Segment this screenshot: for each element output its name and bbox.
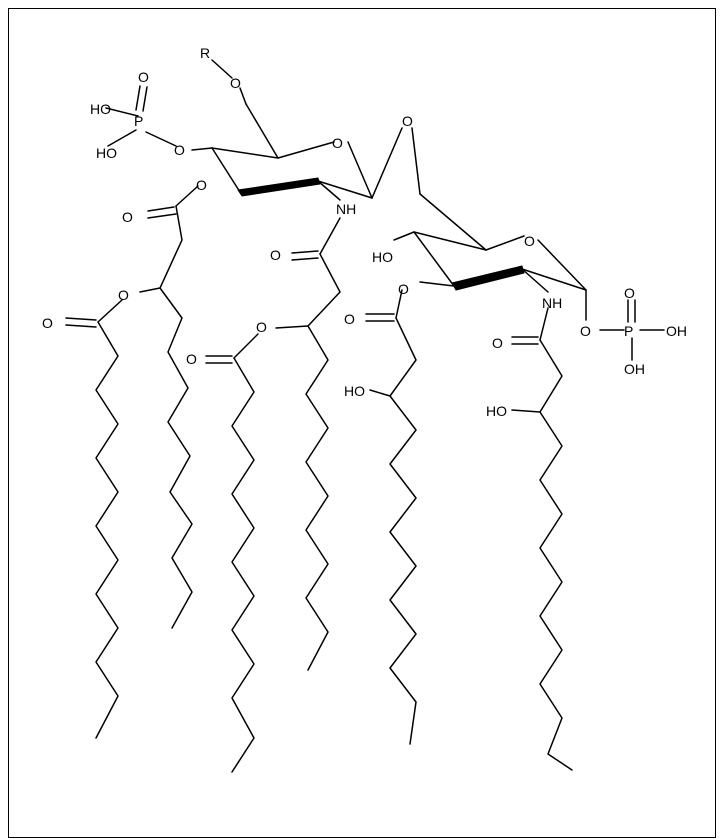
phosphate-2 <box>585 289 665 361</box>
chain4-n-c <box>539 307 549 341</box>
ring2-bond-c3-o <box>419 281 455 287</box>
ring2-bond-o-c1 <box>537 239 587 291</box>
chain1-carbonyl-a <box>147 206 175 212</box>
ring1-bond-c5-c6 <box>245 103 279 159</box>
chain1b-carbonyl-b <box>65 324 97 328</box>
ring1-bond-c4-c3 <box>211 147 241 193</box>
chain1-branch-c <box>97 299 123 323</box>
chain4-backbone <box>539 339 573 771</box>
chain1-o-branch <box>139 287 161 293</box>
p1-bond-o <box>145 131 177 147</box>
label-o-ester4: O <box>398 281 409 297</box>
chain2-backbone <box>305 253 341 671</box>
chain1b-carbonyl-a <box>65 317 97 321</box>
p1-bond-oh-b <box>107 129 137 147</box>
ring2-bond-c4-c3 <box>413 231 455 287</box>
chain4-ho <box>511 409 541 413</box>
label-o-carbonyl6: O <box>492 335 503 351</box>
chain2-o-branch <box>275 325 309 329</box>
chain3-backbone <box>389 317 417 745</box>
p1-double-o-b <box>142 86 148 112</box>
acyl-chain-1 <box>65 185 199 739</box>
label-o-p2-top: O <box>624 285 635 301</box>
label-o-ester2: O <box>256 319 267 335</box>
sugar-ring-1 <box>191 59 373 199</box>
chain1-carbonyl-b <box>147 213 177 219</box>
label-oh-p2b: OH <box>624 361 645 377</box>
label-oh-p2a: OH <box>666 323 687 339</box>
chain1b-backbone <box>95 321 119 739</box>
p1-double-o-a <box>135 85 141 111</box>
label-o-ester3: O <box>118 287 129 303</box>
bridge-o-ch2 <box>411 127 421 195</box>
label-o-carbonyl2: O <box>270 247 281 263</box>
ring2-bond-c5-o <box>485 235 525 251</box>
label-o-carbonyl1: O <box>122 209 133 225</box>
ring1-bond-c4-c5 <box>211 147 279 159</box>
chain1-backbone <box>159 205 193 629</box>
label-ho-p1a: HO <box>90 101 111 117</box>
label-o-carbonyl5: O <box>344 311 355 327</box>
chain2b-backbone <box>231 357 255 773</box>
label-o-p2-ring: O <box>580 323 591 339</box>
chain1-o-c <box>175 185 199 207</box>
acyl-chain-2 <box>205 180 341 773</box>
chain2-n-c <box>319 217 341 255</box>
label-o-carbonyl3: O <box>42 315 53 331</box>
label-p2: P <box>624 323 633 339</box>
ring2-bond-c4-ho <box>393 231 415 241</box>
label-o-ring2: O <box>524 233 535 249</box>
atom-labels: R O HO P O HO O O O O O NH O O O O O HO … <box>42 45 687 419</box>
label-o-bridge: O <box>402 113 413 129</box>
diagram-frame <box>8 8 716 838</box>
chain2-carbonyl-b <box>291 257 319 261</box>
label-o-carbonyl4: O <box>186 351 197 367</box>
label-r: R <box>200 45 210 61</box>
chain2-carbonyl-a <box>291 250 319 254</box>
chain3-ho <box>369 389 391 397</box>
label-ho-p1b: HO <box>96 145 117 161</box>
ring1-bond-c2-c1 <box>317 180 373 199</box>
label-o-ring1: O <box>332 135 343 151</box>
label-o-ester1: O <box>196 177 207 193</box>
phosphate-1 <box>105 85 177 147</box>
ring2-bond-c2-c1 <box>521 268 587 291</box>
ring1-bond-c6-o <box>239 87 247 105</box>
p1-bond-oh-a <box>105 107 139 117</box>
label-nh1: NH <box>336 201 356 217</box>
chain2-branch-c <box>233 333 259 359</box>
bridge-ch2-c6 <box>419 193 487 251</box>
sugar-ring-2 <box>393 231 587 291</box>
label-o-p1-ring: O <box>174 142 185 158</box>
chain2-c2-n <box>317 180 341 201</box>
label-ho-ring2: HO <box>372 249 393 265</box>
ring1-bond-o-c1 <box>347 141 373 199</box>
label-nh2: NH <box>542 295 562 311</box>
glycosidic-bridge <box>371 127 487 251</box>
ring1-bond-o-r <box>211 59 233 79</box>
ring2-bond-c5-c4 <box>413 231 487 251</box>
bridge-c1-o <box>371 127 403 199</box>
chain3-o-c <box>395 289 403 319</box>
ring1-bond-c4-o <box>191 147 213 151</box>
label-ho-chain5: HO <box>344 383 365 399</box>
label-o-link: O <box>230 75 241 91</box>
acyl-chain-4 <box>511 268 573 771</box>
ring1-wedge-c3-c2 <box>237 177 321 197</box>
label-o-p1-top: O <box>138 69 149 85</box>
label-p1: P <box>134 113 143 129</box>
acyl-chain-3 <box>365 289 417 745</box>
ring1-bond-c5-o <box>277 141 335 159</box>
label-ho-chain6: HO <box>486 403 507 419</box>
chain4-c2-n <box>521 268 549 293</box>
ring2-wedge-c3-c2 <box>451 265 525 291</box>
